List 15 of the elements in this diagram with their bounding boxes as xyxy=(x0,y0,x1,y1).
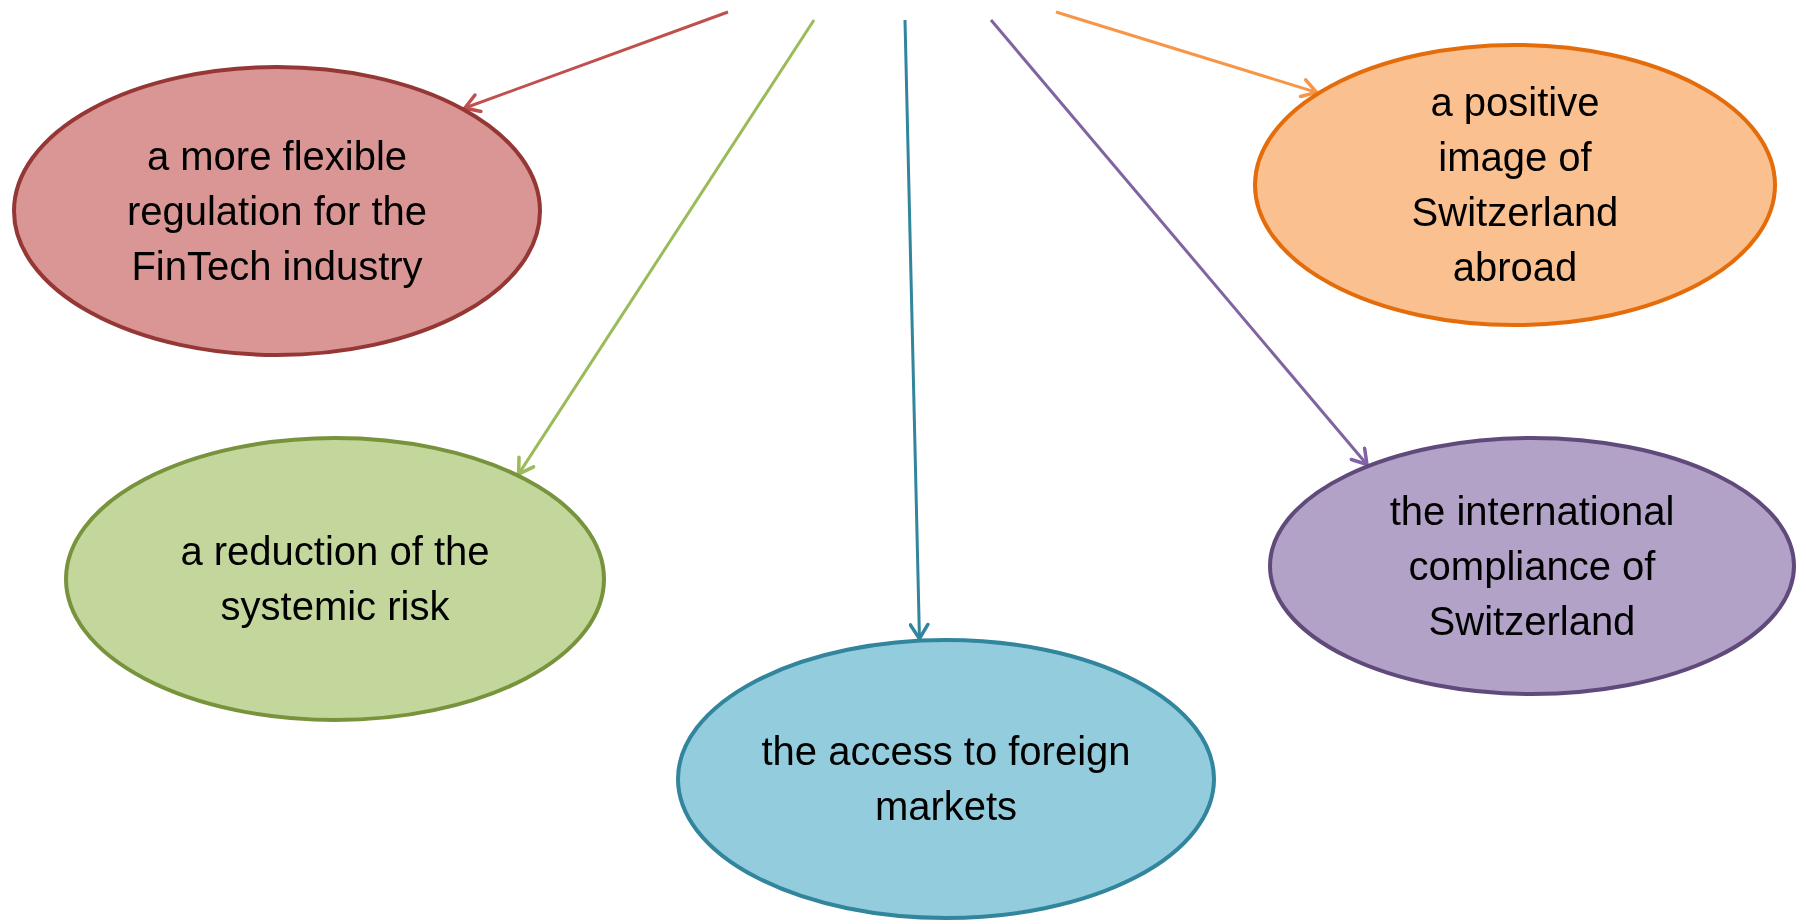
arrow xyxy=(463,10,729,114)
ellipse-node xyxy=(12,65,542,357)
ellipse-node xyxy=(64,436,606,722)
arrow xyxy=(989,19,1369,467)
node-text: the access to foreign markets xyxy=(761,728,1131,830)
arrow xyxy=(516,19,816,476)
ellipse-node xyxy=(1268,436,1796,696)
arrow xyxy=(903,19,930,641)
ellipse-node xyxy=(1253,43,1777,327)
node-text: the international compliance of Switzerland xyxy=(1388,487,1676,645)
arrow xyxy=(1055,10,1319,99)
node-text: a more flexible regulation for the FinTech industry xyxy=(125,132,429,290)
ellipse-node xyxy=(676,638,1216,920)
node-text: a reduction of the systemic risk xyxy=(179,528,491,630)
node-text: a positive image of Switzerland abroad xyxy=(1410,79,1620,291)
